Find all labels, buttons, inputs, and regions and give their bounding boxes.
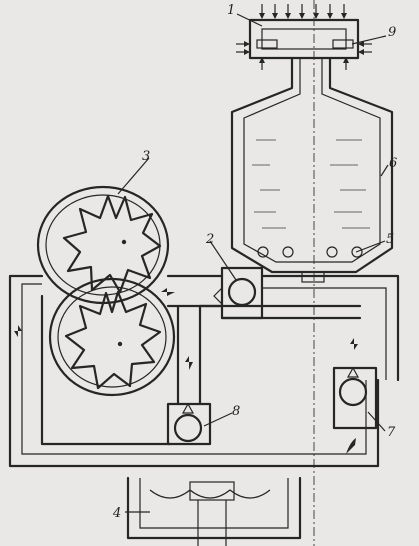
valve-8: [166, 402, 212, 446]
tank: [230, 56, 394, 283]
callout-6: 6: [389, 156, 397, 171]
breather-cap: [236, 4, 372, 70]
callout-3: 3: [142, 149, 150, 164]
callout-4: 4: [112, 506, 121, 521]
gear-pump: [36, 185, 176, 397]
callout-5: 5: [386, 232, 394, 247]
callout-2: 2: [205, 232, 214, 247]
callout-9: 9: [388, 25, 396, 40]
leader-lines: [117, 13, 389, 513]
callout-7: 7: [387, 425, 396, 440]
valve-7: [332, 366, 378, 430]
valve-2: [213, 266, 264, 320]
flow-arrows: [14, 288, 360, 454]
callout-8: 8: [232, 404, 240, 419]
piping: [8, 274, 400, 546]
heater-tubes: [257, 246, 363, 258]
callout-labels: 1 2 3 4 5 6 7 8 9: [112, 3, 397, 521]
callout-1: 1: [227, 3, 235, 18]
